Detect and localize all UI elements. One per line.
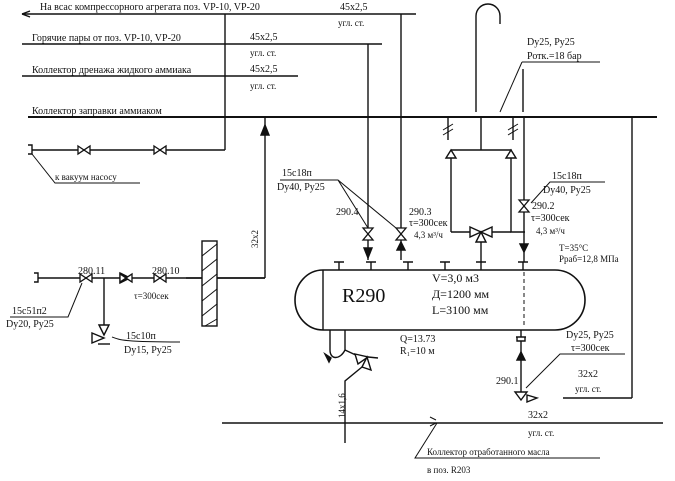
vessel-nozzles: [334, 261, 528, 342]
drain-material: угл. ст.: [250, 81, 277, 91]
valve-290-3[interactable]: [395, 227, 407, 241]
arrow-left-icon: [21, 10, 31, 18]
vessel-pressure: Pраб=12,8 МПа: [559, 254, 619, 264]
hot-vapors-material: угл. ст.: [250, 48, 277, 58]
oil-collector-material: угл. ст.: [528, 428, 555, 438]
valve-290-1-spec: Dy25, Py25: [566, 330, 614, 341]
hot-vapors-pipe-spec: 45х2,5: [250, 32, 278, 43]
valve-group-model: 15с18п: [282, 168, 312, 179]
vent-gooseneck: [475, 3, 501, 112]
fill-collector-label: Коллектор заправки аммиаком: [32, 106, 162, 117]
valve-290-2-time: τ=300сек: [531, 213, 570, 224]
drain-radius: R₁=10 м: [400, 346, 435, 357]
arrow-up-icon: [259, 123, 271, 136]
oil-collector-destination: в поз. R203: [427, 465, 471, 475]
valve-290-4[interactable]: [362, 227, 374, 241]
vessel-diameter: Д=1200 мм: [432, 287, 490, 301]
vacuum-valve-2[interactable]: [153, 145, 167, 155]
valve-290-1-time: τ=300сек: [571, 343, 610, 354]
valve-290-2[interactable]: [518, 199, 530, 213]
valve-280-11-model: 15с51п2: [12, 306, 47, 317]
vessel-volume: V=3,0 м3: [432, 271, 480, 285]
suction-material: угл. ст.: [338, 18, 365, 28]
valve-290-1-material: угл. ст.: [575, 384, 602, 394]
suction-pipe-spec: 45х2,5: [340, 2, 368, 13]
valve-280-10-time: τ=300сек: [134, 291, 169, 301]
check-valve[interactable]: [119, 273, 133, 283]
vessel-r290[interactable]: [294, 269, 586, 331]
vacuum-valve-1[interactable]: [77, 145, 91, 155]
safety-valve-spec: Dy25, Py25: [527, 37, 575, 48]
oil-collector-pipe: 32х2: [528, 410, 548, 421]
valve-290-2-flow: 4,3 м³/ч: [536, 226, 565, 236]
drain-valve-spec: Dy15, Py25: [124, 345, 172, 356]
vessel-temperature: T=35°C: [559, 243, 589, 253]
drain-collector-label: Коллектор дренажа жидкого аммиака: [32, 65, 192, 76]
valve-group-2-model: 15с18п: [552, 171, 582, 182]
drain-flow-q: Q=13.73: [400, 334, 436, 345]
oil-collector-label: Коллектор отработанного масла: [427, 447, 550, 457]
valve-280-11-spec: Dy20, Py25: [6, 319, 54, 330]
vacuum-pump-label: к вакуум насосу: [55, 172, 117, 182]
safety-valve-pressure: Ротк.=18 бар: [527, 51, 582, 62]
riser-pipe-spec: 32х2: [250, 230, 260, 248]
valve-280-11-tag: 280.11: [78, 266, 106, 277]
drain-pipe-spec: 45х2,5: [250, 64, 278, 75]
valve-280-10-tag: 280.10: [152, 266, 180, 277]
hot-vapors-label: Горячие пары от поз. VP-10, VP-20: [32, 33, 181, 44]
vessel-length: L=3100 мм: [432, 303, 489, 317]
valve-290-3-tag: 290.3: [409, 207, 432, 218]
valve-290-3-flow: 4,3 м³/ч: [414, 230, 443, 240]
valve-290-4-tag: 290.4: [336, 207, 359, 218]
valve-group-spec: Dy40, Py25: [277, 182, 325, 193]
suction-line-label: На всас компрессорного агрегата поз. VP-…: [40, 2, 260, 13]
valve-290-1-pipe: 32х2: [578, 369, 598, 380]
drain-pipe-spec: 14х1,6: [337, 393, 347, 418]
valve-290-2-tag: 290.2: [532, 201, 555, 212]
valve-290-3-time: τ=300сек: [409, 218, 448, 229]
valve-group-2-spec: Dy40, Py25: [543, 185, 591, 196]
vessel-tag: R290: [342, 285, 386, 307]
drain-valve-model: 15с10п: [126, 331, 156, 342]
valve-290-1-tag: 290.1: [496, 376, 519, 387]
valve-290-1[interactable]: [513, 391, 529, 402]
